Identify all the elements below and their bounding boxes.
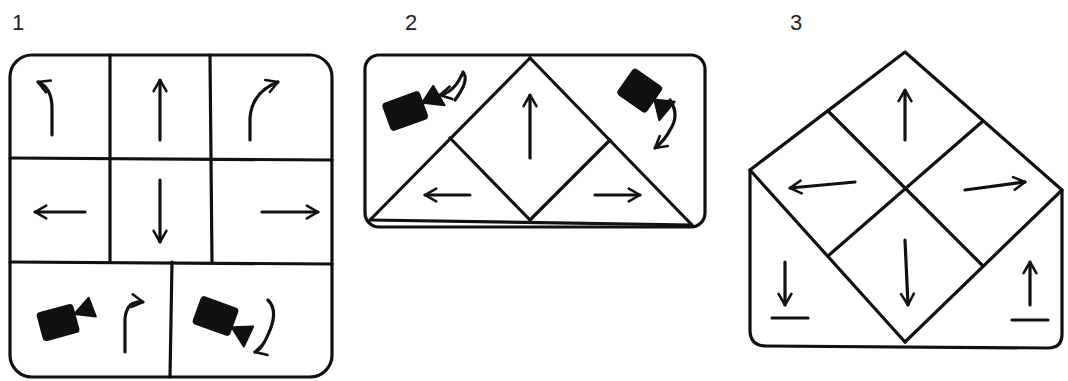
camera-icon: [191, 296, 257, 347]
panel-number: 2: [405, 12, 417, 34]
layout-sketch-2: [365, 55, 705, 227]
panel-number: 1: [12, 12, 24, 34]
camera-icon: [383, 85, 447, 131]
panel-number: 3: [790, 12, 802, 34]
layout-sketch-3: [750, 52, 1062, 348]
camera-icon: [617, 69, 677, 123]
layout-sketch-1: [10, 55, 332, 377]
camera-icon: [37, 297, 99, 340]
